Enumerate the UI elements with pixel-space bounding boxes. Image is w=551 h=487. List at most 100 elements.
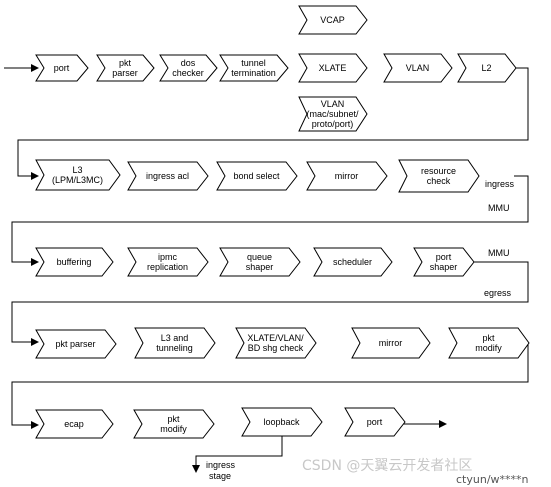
- stage-label: shaper: [430, 262, 458, 272]
- stage-label: proto/port): [312, 119, 354, 129]
- row3-to-row4-connector: [11, 261, 529, 346]
- stage-label: pkt: [482, 333, 495, 343]
- stage-label: loopback: [263, 417, 300, 427]
- stage-label: L2: [481, 63, 491, 73]
- mmu-label-bottom: MMU: [488, 248, 510, 258]
- stage-ingress-acl: ingress acl: [127, 161, 209, 191]
- stage-shape: [351, 327, 431, 359]
- stage-shape: [383, 53, 453, 83]
- stage-label: modify: [475, 343, 502, 353]
- stage-shape: [133, 409, 215, 439]
- stage-label: scheduler: [333, 257, 372, 267]
- stage-shape: [298, 96, 368, 132]
- stage-vcap: VCAP: [298, 5, 368, 35]
- stage-shape: [35, 409, 114, 439]
- stage-vlan-mac: VLAN(mac/subnet/proto/port): [298, 96, 368, 132]
- row2-to-row3-connector: [11, 175, 529, 266]
- stage-label: mirror: [335, 171, 359, 181]
- stage-label: pkt parser: [55, 339, 95, 349]
- stage-label: L3: [72, 165, 82, 175]
- loopback-down-connector: [192, 435, 283, 473]
- stage-label: pkt: [119, 58, 132, 68]
- watermark-brand: CSDN @天翼云开发者社区: [302, 458, 472, 474]
- stage-shape: [96, 54, 155, 82]
- row1-to-row2-connector: [17, 67, 529, 180]
- stage-shape: [35, 159, 121, 191]
- stage-buffering: buffering: [35, 247, 114, 277]
- stage-label: port: [367, 417, 383, 427]
- ingress-label: ingress: [485, 179, 515, 189]
- stage-shape: [216, 161, 298, 191]
- stage-shape: [413, 247, 475, 277]
- stage-label: XLATE: [319, 63, 347, 73]
- stage-mirror-2: mirror: [351, 327, 431, 359]
- stage-shape: [298, 5, 368, 35]
- stage-label: parser: [112, 68, 138, 78]
- stage-label: VLAN: [321, 99, 345, 109]
- stage-label: shaper: [246, 262, 274, 272]
- stage-label: termination: [231, 68, 276, 78]
- stage-port-in: port: [35, 54, 89, 82]
- stage-label: tunnel: [241, 58, 266, 68]
- stage-pkt-parser-2: pkt parser: [35, 329, 117, 359]
- ingress-stage-label-line1: ingress: [206, 460, 236, 470]
- egress-label: egress: [484, 288, 512, 298]
- stage-shape: [35, 54, 89, 82]
- stage-label: buffering: [57, 257, 92, 267]
- stage-label: ecap: [64, 419, 84, 429]
- stage-label: check: [427, 176, 451, 186]
- stage-l2: L2: [457, 53, 517, 83]
- stage-label: L3 and: [161, 333, 189, 343]
- stage-shape: [35, 329, 117, 359]
- stage-shape: [241, 407, 323, 437]
- stage-shape: [306, 161, 388, 191]
- stage-label: ipmc: [158, 252, 178, 262]
- stage-shape: [448, 327, 530, 359]
- stage-shape: [398, 159, 480, 193]
- stage-scheduler: scheduler: [313, 247, 393, 277]
- stage-label: pkt: [167, 414, 180, 424]
- stage-label: VLAN: [406, 63, 430, 73]
- stage-shape: [298, 53, 368, 83]
- stage-l3: L3(LPM/L3MC): [35, 159, 121, 191]
- mmu-label-top: MMU: [488, 203, 510, 213]
- stage-shape: [344, 407, 406, 437]
- stage-shape: [219, 54, 289, 82]
- stage-label: resource: [421, 166, 456, 176]
- stage-label: port: [436, 252, 452, 262]
- stage-shape: [134, 327, 216, 359]
- stage-label: replication: [147, 262, 188, 272]
- stage-xlate: XLATE: [298, 53, 368, 83]
- stage-loopback: loopback: [241, 407, 323, 437]
- stage-label: BD shg check: [248, 343, 304, 353]
- side-labels: ingress MMU MMU egress ingress stage: [206, 179, 515, 481]
- stage-shape: [219, 247, 301, 277]
- stage-shape: [35, 247, 114, 277]
- stage-shape: [127, 247, 209, 277]
- watermark-user: ctyun/w****n: [456, 473, 529, 486]
- stage-label: modify: [160, 424, 187, 434]
- watermark: CSDN @天翼云开发者社区 ctyun/w****n: [302, 458, 529, 486]
- stage-shape: [235, 327, 317, 359]
- stage-shape: [127, 161, 209, 191]
- stage-label: queue: [247, 252, 272, 262]
- stage-label: checker: [172, 68, 204, 78]
- stage-label: (mac/subnet/: [306, 109, 359, 119]
- stage-label: ingress acl: [146, 171, 189, 181]
- stage-bond-select: bond select: [216, 161, 298, 191]
- stage-label: bond select: [233, 171, 280, 181]
- stage-label: XLATE/VLAN/: [247, 333, 304, 343]
- stage-ecap: ecap: [35, 409, 114, 439]
- stage-port-out: port: [344, 407, 406, 437]
- stage-vlan: VLAN: [383, 53, 453, 83]
